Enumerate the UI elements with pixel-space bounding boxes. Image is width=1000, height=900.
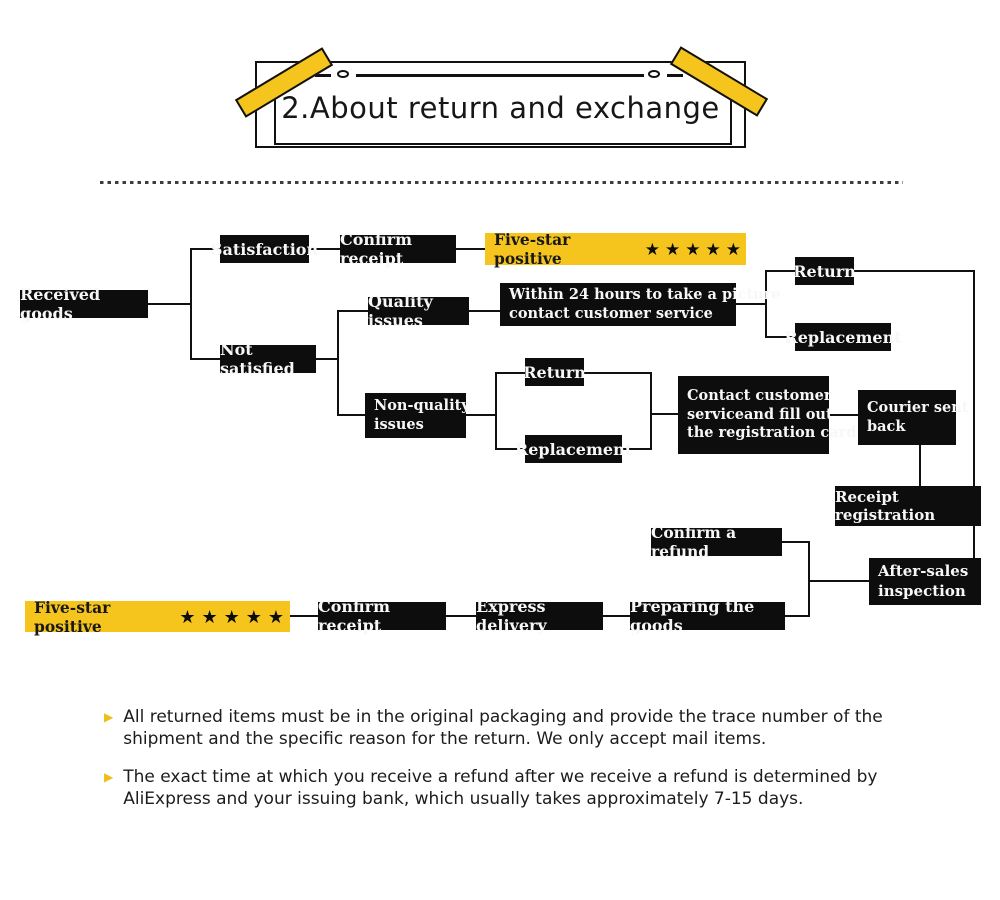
title-inner-frame — [274, 83, 732, 145]
connector-line — [190, 358, 222, 360]
connector-line — [973, 270, 975, 560]
node-five-star-positive-top: Five-star positive ★★★★★ — [485, 230, 746, 268]
node-confirm-receipt-bottom: Confirm receipt — [318, 597, 446, 635]
connector-line — [337, 310, 339, 416]
node-received-goods: Received goods — [20, 285, 148, 323]
connector-line — [148, 303, 192, 305]
node-receipt-registration: Receipt registration — [835, 486, 981, 526]
connector-line — [765, 270, 767, 338]
connector-line — [455, 248, 487, 250]
node-five-star-positive-bottom: Five-star positive ★★★★★ — [25, 598, 290, 636]
connector-line — [919, 444, 921, 488]
five-star-label: Five-star positive — [34, 597, 111, 636]
node-quality-issues: Quality issues — [368, 292, 469, 330]
connector-line — [446, 615, 478, 617]
node-contact-customer-service: Contact customer serviceand fill out the… — [678, 376, 856, 454]
connector-line — [781, 541, 810, 543]
node-return-mid: Return — [523, 358, 586, 386]
rope-dash — [315, 74, 331, 77]
connector-line — [650, 372, 652, 450]
node-replacement-top: Replacement — [784, 323, 902, 351]
node-express-delivery: Express delivery — [476, 597, 603, 635]
connector-line — [337, 310, 370, 312]
node-courier-sent-back: Courier sent back — [858, 390, 968, 445]
rope-ring-icon — [337, 70, 349, 78]
connector-line — [765, 336, 797, 338]
connector-line — [290, 615, 320, 617]
connector-line — [337, 414, 367, 416]
triangle-bullet-icon: ▶ — [104, 770, 114, 785]
connector-line — [190, 248, 222, 250]
rope-dash — [667, 74, 683, 77]
node-return-top: Return — [793, 257, 856, 285]
title-banner: 2.About return and exchange — [234, 46, 769, 148]
triangle-bullet-icon: ▶ — [104, 710, 114, 724]
node-satisfaction: Satisfaction — [211, 235, 318, 263]
connector-line — [828, 414, 860, 416]
connector-line — [735, 303, 767, 305]
connector-line — [853, 270, 975, 272]
connector-line — [495, 372, 527, 374]
dotted-divider — [100, 181, 903, 184]
connector-line — [495, 372, 497, 450]
connector-line — [465, 414, 497, 416]
note-item: ▶ The exact time at which you receive a … — [104, 766, 914, 810]
node-replacement-mid: Replacement — [515, 435, 632, 463]
connector-line — [602, 615, 632, 617]
connector-line — [808, 580, 869, 582]
note-text: The exact time at which you receive a re… — [123, 767, 878, 810]
page-title: 2.About return and exchange — [281, 91, 720, 125]
node-preparing-the-goods: Preparing the goods — [630, 597, 785, 635]
rope-ring-icon — [648, 70, 660, 78]
connector-line — [765, 270, 797, 272]
connector-line — [621, 448, 652, 450]
connector-line — [308, 248, 342, 250]
connector-line — [315, 358, 339, 360]
connector-line — [468, 310, 502, 312]
star-icons: ★★★★★ — [644, 239, 746, 260]
connector-line — [583, 372, 652, 374]
policy-notes: ▶ All returned items must be in the orig… — [104, 706, 914, 826]
node-within-24-hours: Within 24 hours to take a picture contac… — [500, 283, 781, 326]
star-icons: ★★★★★ — [179, 606, 290, 628]
connector-line — [190, 248, 192, 360]
note-item: ▶ All returned items must be in the orig… — [104, 706, 914, 750]
five-star-label: Five-star positive — [494, 230, 571, 268]
note-text: All returned items must be in the origin… — [123, 707, 883, 750]
node-non-quality-issues: Non-quality issues — [365, 393, 470, 438]
connector-line — [808, 541, 810, 617]
node-not-satisfied: Not satisfied — [220, 340, 316, 378]
rope-line — [356, 74, 644, 77]
connector-line — [784, 615, 810, 617]
connector-line — [650, 413, 680, 415]
node-confirm-a-refund: Confirm a refund — [651, 523, 782, 561]
connector-line — [495, 448, 527, 450]
node-after-sales-inspection: After-sales inspection — [869, 558, 981, 605]
node-confirm-receipt-top: Confirm receipt — [340, 230, 456, 268]
